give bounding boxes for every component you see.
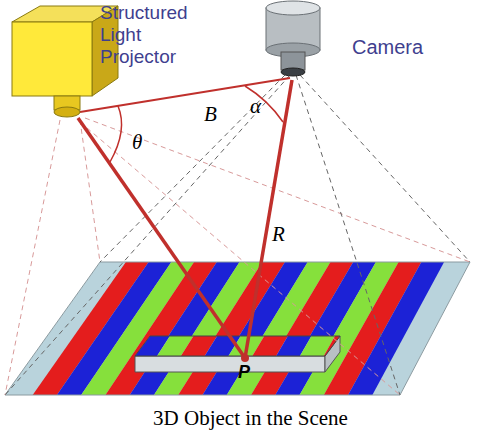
- object-top: [11, 262, 422, 395]
- angle-label: α: [250, 94, 280, 118]
- view-lines: [5, 75, 470, 395]
- alpha-arc: [245, 86, 283, 122]
- projector-ray: [78, 118, 245, 358]
- distance-label: R: [272, 222, 302, 246]
- camera-symbol: [266, 1, 320, 76]
- caption: 3D Object in the Scene: [0, 406, 501, 431]
- angle-label: θ: [132, 130, 162, 154]
- point-p: [241, 354, 249, 362]
- device-label: Structured Light Projector: [100, 2, 218, 68]
- device-label: Camera: [352, 36, 462, 59]
- object-front: [135, 356, 325, 372]
- pattern-plane: [5, 262, 470, 395]
- point-label: P: [238, 362, 268, 383]
- plane-outline: [5, 262, 470, 395]
- camera-ray: [245, 80, 292, 358]
- theta-arc: [110, 106, 122, 162]
- baseline-label: B: [204, 102, 234, 126]
